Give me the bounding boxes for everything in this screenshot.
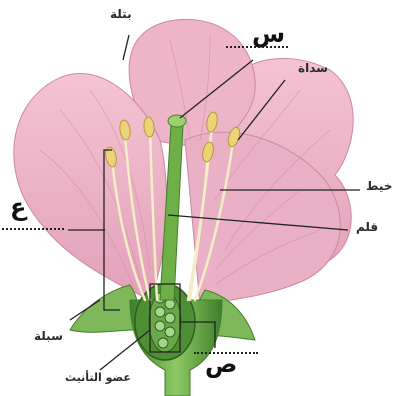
leader-petal bbox=[123, 35, 129, 60]
label-y-marker: ص bbox=[205, 352, 237, 376]
label-pistil: عضو التأنيث bbox=[65, 372, 131, 383]
label-anther: سداة bbox=[298, 62, 328, 74]
stigma bbox=[168, 115, 186, 127]
blank-z bbox=[2, 228, 64, 230]
label-petal: بتلة bbox=[110, 8, 132, 20]
blank-y bbox=[194, 352, 258, 354]
label-sepal: سبلة bbox=[34, 330, 63, 342]
label-filament: خيط bbox=[366, 180, 392, 192]
blank-x bbox=[226, 46, 288, 48]
label-x-marker: س bbox=[252, 22, 285, 46]
label-style: قلم bbox=[356, 221, 378, 233]
label-z-marker: ع bbox=[10, 195, 26, 219]
